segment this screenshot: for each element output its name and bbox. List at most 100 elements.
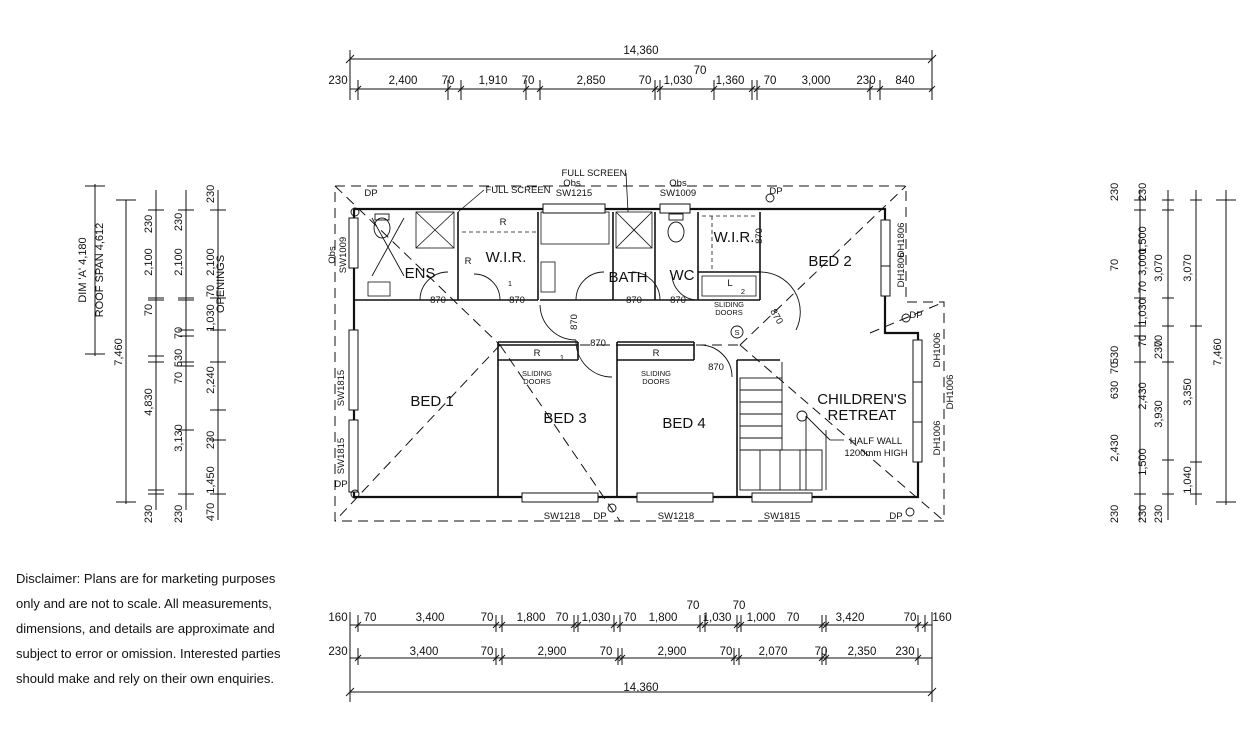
left-col3-dim-6: 230	[173, 213, 185, 231]
label-sw1215: SW1215	[556, 188, 592, 199]
mark-r-4: R	[653, 348, 660, 359]
label-sliding-bed3: SLIDING	[522, 369, 552, 378]
dim-a: DIM 'A' 4,180	[77, 237, 89, 302]
leader-full-screen-left	[457, 189, 485, 213]
left-col4-dim-2: 230	[205, 431, 217, 449]
left-col-dims: 2304,830702,1002302303,13070530702,10023…	[143, 185, 217, 523]
door-870-1: 870	[430, 295, 446, 306]
top-raised-dim: 70	[694, 65, 707, 77]
ens-toilet	[371, 213, 405, 277]
label-half-wall: HALF WALL	[850, 436, 902, 447]
door-870-9: 870	[767, 307, 784, 326]
left-col4-dim-1: 1,450	[205, 466, 217, 494]
left-col4-dim-0: 470	[205, 503, 217, 521]
bottom-row2-dim-1: 3,400	[410, 646, 439, 658]
disclaimer-line-2: only and are not to scale. All measureme…	[16, 596, 272, 611]
mark-l: L	[727, 278, 732, 289]
room-childrens: CHILDREN'S	[817, 391, 907, 408]
mark-r-2: R	[465, 256, 472, 267]
bottom-row2-dim-10: 230	[895, 646, 914, 658]
bottom-row1-dim-4: 1,800	[517, 612, 546, 624]
left-col4-dim-7: 230	[205, 185, 217, 203]
right-col-dims: 2302,43063070530702302301,5002,430701,03…	[1109, 183, 1224, 523]
left-col4-dim-5: 70	[205, 285, 217, 297]
right-col1-dim-3: 70	[1109, 362, 1121, 374]
door-870-8: 870	[754, 228, 765, 244]
label-dp-6: DP	[889, 511, 902, 522]
disclaimer: Disclaimer: Plans are for marketing purp…	[16, 566, 316, 691]
top-dim-7: 1,030	[664, 75, 693, 87]
bottom-row2-dim-9: 2,350	[848, 646, 877, 658]
label-obs-left: Obs	[327, 246, 338, 264]
room-wir-1: W.I.R.	[486, 249, 527, 266]
downpipe-markers	[350, 193, 915, 517]
door-swings	[419, 271, 801, 378]
mark-1-b: 1	[560, 353, 564, 362]
label-sliding-wir2: SLIDING	[714, 300, 744, 309]
right-col4-dim-1: 3,350	[1182, 378, 1194, 406]
bottom-row1-dim-2: 3,400	[416, 612, 445, 624]
left-dimension-lines	[85, 184, 226, 520]
left-col3-dim-1: 3,130	[173, 424, 185, 452]
mark-r-3: R	[534, 348, 541, 359]
wc-toilet	[667, 213, 685, 243]
door-870-2: 870	[509, 295, 525, 306]
right-col2-dim-3: 70	[1137, 335, 1149, 347]
disclaimer-line-5: should make and rely on their own enquir…	[16, 671, 274, 686]
label-dp-3: DP	[909, 310, 922, 321]
top-dim-6: 70	[639, 75, 652, 87]
top-dim-3: 1,910	[479, 75, 508, 87]
bottom-row1-dim-1: 70	[364, 612, 377, 624]
label-doors-bed3: DOORS	[523, 377, 551, 386]
bottom-row1-dim-5: 70	[556, 612, 569, 624]
top-dim-4: 70	[522, 75, 535, 87]
top-dim-5: 2,850	[577, 75, 606, 87]
disclaimer-line-4: subject to error or omission. Interested…	[16, 646, 281, 661]
right-col2-dim-0: 230	[1137, 505, 1149, 523]
label-doors-bed4: DOORS	[642, 377, 670, 386]
right-col2-dim-7: 1,500	[1137, 226, 1149, 254]
label-sw1815-b: SW1815	[336, 438, 347, 474]
right-col2-dim-5: 70	[1137, 281, 1149, 293]
bottom-row2-dim-5: 2,900	[658, 646, 687, 658]
right-col1-dim-2: 630	[1109, 381, 1121, 399]
label-sw1009-left: SW1009	[338, 237, 349, 273]
bottom-row1-dim-14: 160	[932, 612, 951, 624]
room-bed-3: BED 3	[543, 410, 586, 427]
left-col3-dim-4: 70	[173, 327, 185, 339]
roof-span: ROOF SPAN 4,612	[94, 223, 106, 318]
room-ens: ENS	[405, 265, 436, 282]
right-col4-dim-0: 1,040	[1182, 466, 1194, 494]
staircase	[730, 325, 831, 491]
door-870-4: 870	[670, 295, 686, 306]
right-col1-dim-6: 230	[1109, 183, 1121, 201]
label-dh1006-c: DH1006	[932, 421, 943, 456]
door-870-6: 870	[708, 362, 724, 373]
bottom-row1-dim-3: 70	[481, 612, 494, 624]
mark-s: S	[734, 328, 739, 337]
bottom-row1-dim-11: 70	[787, 612, 800, 624]
right-col3-dim-0: 230	[1153, 505, 1165, 523]
room-bed-1: BED 1	[410, 393, 453, 410]
mark-1-a: 1	[508, 279, 512, 288]
left-col4-dim-4: 1,030	[205, 304, 217, 332]
openings-label: OPENINGS	[215, 255, 227, 313]
right-col2-dim-6: 3,000	[1137, 248, 1149, 276]
left-col4-dim-3: 2,240	[205, 366, 217, 394]
right-col1-dim-4: 530	[1109, 346, 1121, 364]
label-1200-high: 1200mm HIGH	[844, 448, 907, 459]
bottom-row2-dim-7: 2,070	[759, 646, 788, 658]
room-bath: BATH	[609, 269, 648, 286]
bottom-row2-dim-4: 70	[600, 646, 613, 658]
right-col2-dim-1: 1,500	[1137, 448, 1149, 476]
bottom-row1-dim-7: 70	[624, 612, 637, 624]
right-dimension-lines	[1134, 190, 1236, 520]
roof-hip-lines	[334, 185, 945, 522]
roof-outline	[334, 185, 945, 522]
top-dim-10: 3,000	[802, 75, 831, 87]
bottom-row2-dim-6: 70	[720, 646, 733, 658]
left-col2-dim-1: 4,830	[143, 388, 155, 416]
top-dim-8: 1,360	[716, 75, 745, 87]
